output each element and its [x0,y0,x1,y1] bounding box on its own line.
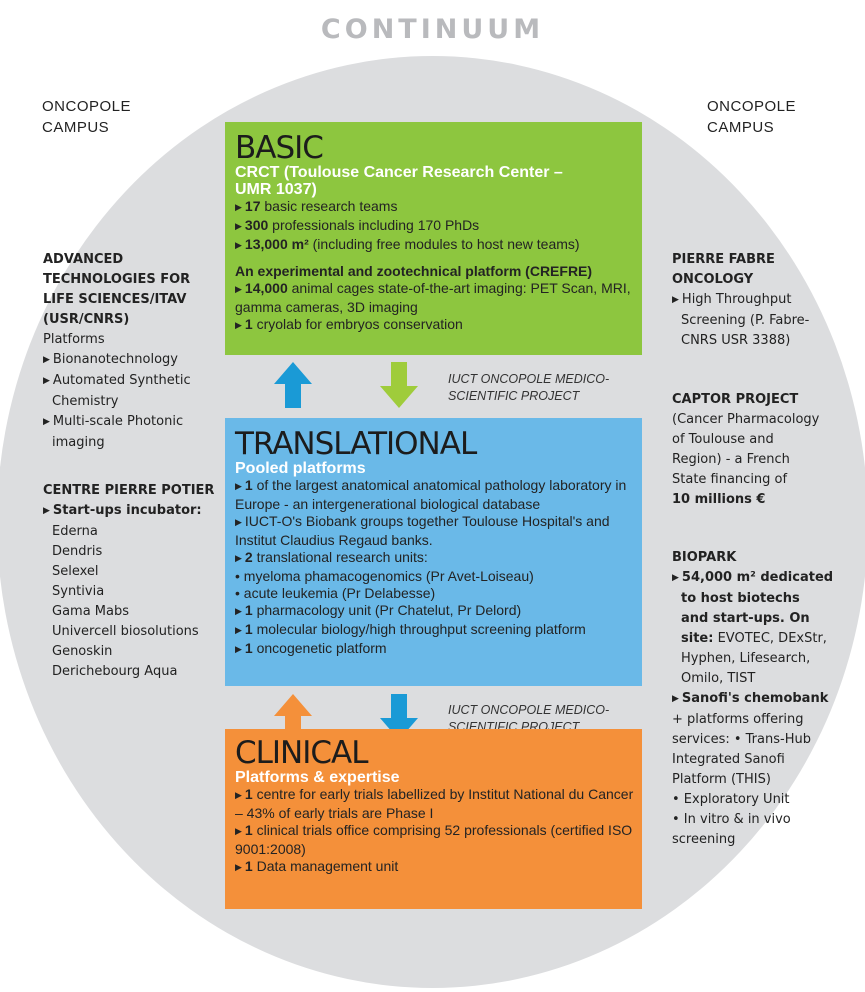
centre-pierre-potier-block: CENTRE PIERRE POTIER ▶Start-ups incubato… [43,483,215,679]
triangle-bullet-icon: ▶ [235,481,242,491]
triangle-bullet-icon: ▶ [672,295,679,305]
translational-subtitle: Pooled platforms [235,460,366,477]
arrow-up-icon [274,362,312,408]
advanced-technologies-block: ADVANCED TECHNOLOGIES FOR LIFE SCIENCES/… [43,252,191,450]
triangle-bullet-icon: ▶ [235,826,242,836]
arrow-up-icon [274,694,312,740]
clinical-box: CLINICAL Platforms & expertise ▶1 centre… [225,729,642,909]
triangle-bullet-icon: ▶ [235,644,242,654]
triangle-bullet-icon: ▶ [672,573,679,583]
list-item: ▶1 of the largest anatomical anatomical … [235,477,627,512]
triangle-bullet-icon: ▶ [235,202,242,212]
triangle-bullet-icon: ▶ [235,862,242,872]
biopark-block: BIOPARK ▶54,000 m² dedicated to host bio… [672,550,834,847]
arrow-down-icon [380,694,418,740]
basic-subtitle: CRCT (Toulouse Cancer Research Center – … [235,164,563,198]
list-item: ▶1 Data management unit [235,858,399,874]
clinical-subtitle: Platforms & expertise [235,769,400,786]
triangle-bullet-icon: ▶ [235,320,242,330]
triangle-bullet-icon: ▶ [43,376,50,386]
basic-section-heading: An experimental and zootechnical platfor… [235,263,593,279]
triangle-bullet-icon: ▶ [672,694,679,704]
translational-box: TRANSLATIONAL Pooled platforms ▶1 of the… [225,418,642,686]
triangle-bullet-icon: ▶ [235,553,242,563]
list-item: ▶2 translational research units: [235,549,428,565]
list-item: • myeloma phamacogenomics (Pr Avet-Loise… [235,568,534,584]
triangle-bullet-icon: ▶ [235,606,242,616]
clinical-title: CLINICAL [235,735,369,771]
arrow-label: IUCT ONCOPOLE MEDICO- SCIENTIFIC PROJECT [448,372,610,403]
triangle-bullet-icon: ▶ [43,506,50,516]
list-item: ▶13,000 m² (including free modules to ho… [235,236,580,252]
triangle-bullet-icon: ▶ [235,221,242,231]
list-item: ▶17 basic research teams [235,198,398,214]
captor-project-block: CAPTOR PROJECT (Cancer Pharmacology of T… [672,392,820,507]
basic-box: BASIC CRCT (Toulouse Cancer Research Cen… [225,122,642,355]
basic-title: BASIC [235,130,324,166]
list-item: ▶1 molecular biology/high throughput scr… [235,621,586,637]
translational-title: TRANSLATIONAL [235,426,477,462]
triangle-bullet-icon: ▶ [235,517,242,527]
triangle-bullet-icon: ▶ [43,417,50,427]
triangle-bullet-icon: ▶ [235,284,242,294]
campus-left: ONCOPOLE CAMPUS [42,98,132,136]
triangle-bullet-icon: ▶ [235,790,242,800]
list-item: ▶1 cryolab for embryos conservation [235,316,463,332]
list-item: ▶IUCT-O's Biobank groups together Toulou… [235,513,610,548]
triangle-bullet-icon: ▶ [43,355,50,365]
triangle-bullet-icon: ▶ [235,625,242,635]
campus-right: ONCOPOLE CAMPUS [707,98,797,136]
list-item: ▶1 pharmacology unit (Pr Chatelut, Pr De… [235,602,522,618]
list-item: ▶1 centre for early trials labellized by… [235,786,634,821]
pierre-fabre-block: PIERRE FABRE ONCOLOGY ▶High Throughput S… [672,252,810,348]
list-item: ▶14,000 animal cages state-of-the-art im… [235,280,631,315]
page-title: CONTINUUM [320,14,545,45]
arrow-down-icon [380,362,418,408]
list-item: ▶1 oncogenetic platform [235,640,387,656]
triangle-bullet-icon: ▶ [235,240,242,250]
list-item: ▶300 professionals including 170 PhDs [235,217,480,233]
list-item: ▶1 clinical trials office comprising 52 … [235,822,633,857]
list-item: • acute leukemia (Pr Delabesse) [235,585,436,601]
